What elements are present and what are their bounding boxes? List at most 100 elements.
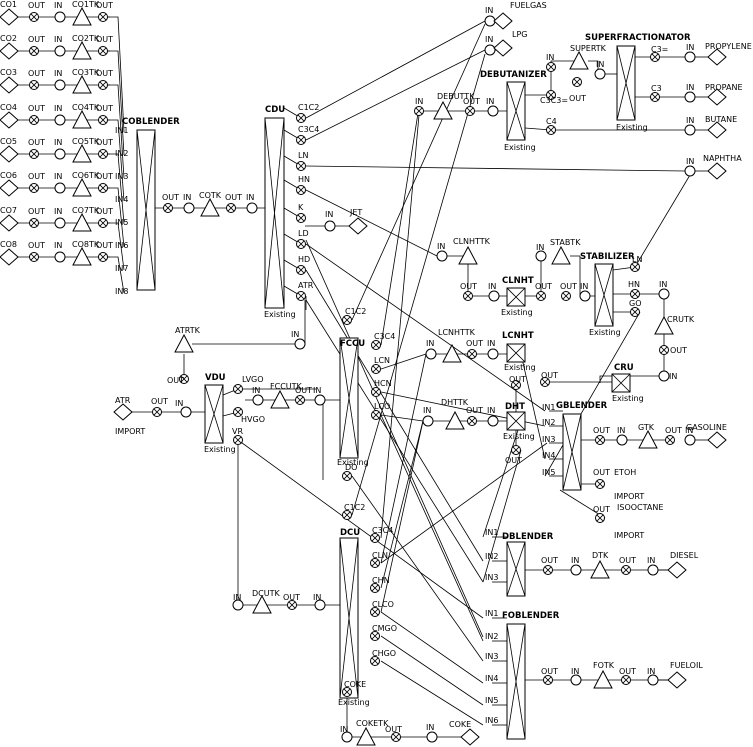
label-dhttk: DHTTK — [441, 398, 469, 407]
label-out: OUT — [96, 104, 113, 113]
label-dcu: DCU — [340, 528, 360, 538]
label-in: IN — [485, 6, 493, 15]
valve-cross — [371, 559, 379, 567]
stream-line — [305, 20, 486, 119]
label-foblender: FOBLENDER — [502, 611, 560, 621]
label-out: OUT — [28, 172, 45, 181]
diamond-icon — [707, 162, 727, 180]
label-clnhttk: CLNHTTK — [453, 237, 491, 246]
label-co2tk: CO2TK — [72, 34, 100, 43]
diamond-icon — [0, 8, 19, 26]
label-coke: COKE — [449, 720, 471, 729]
valve-cross — [562, 292, 570, 300]
tank-icon — [593, 669, 613, 689]
label-coketk: COKETK — [356, 719, 389, 728]
label-in: IN — [580, 282, 588, 291]
port-node — [422, 415, 434, 427]
unit-cross — [506, 343, 526, 363]
valve-cross — [372, 388, 380, 396]
label-in: IN — [426, 723, 434, 732]
tank-icon — [654, 315, 674, 335]
label-c3c4: C3C4 — [374, 332, 395, 341]
label-chn: CHN — [372, 576, 390, 585]
diamond-icon — [493, 12, 513, 30]
label-in1: IN1 — [485, 528, 498, 537]
tank-icon — [174, 333, 194, 353]
unit-cross — [594, 263, 614, 327]
label-in: IN — [233, 593, 241, 602]
port-node — [616, 434, 628, 446]
stream-line — [380, 106, 420, 346]
label-in: IN — [175, 399, 183, 408]
valve-cross — [343, 316, 351, 324]
unit-cross — [611, 373, 631, 393]
label-clco: CLCO — [372, 600, 394, 609]
label-in: IN — [54, 172, 62, 181]
label-co2: CO2 — [0, 34, 17, 43]
port-node — [487, 105, 499, 117]
label-in3: IN3 — [485, 652, 498, 661]
label-out: OUT — [593, 505, 610, 514]
tank-icon — [445, 410, 465, 430]
label-do: DO — [345, 463, 357, 472]
valve-cross — [343, 472, 351, 480]
label-out: OUT — [619, 667, 636, 676]
unit-cross — [616, 45, 636, 121]
valve-cross — [30, 81, 38, 89]
label-co5: CO5 — [0, 137, 17, 146]
label-out: OUT — [96, 1, 113, 10]
label-in: IN — [54, 138, 62, 147]
valve-cross — [371, 608, 379, 616]
valve-cross — [468, 350, 476, 358]
diamond-icon — [707, 431, 727, 449]
label-out: OUT — [505, 456, 522, 465]
label-lcnht: LCNHT — [502, 331, 534, 341]
label-out: OUT — [28, 1, 45, 10]
valve-cross — [234, 408, 242, 416]
label-out: OUT — [96, 241, 113, 250]
label-in: IN — [686, 83, 694, 92]
unit-cross — [562, 413, 582, 491]
label-in4: IN4 — [542, 451, 555, 460]
valve-cross — [296, 396, 304, 404]
label-in: IN — [487, 339, 495, 348]
tank-icon — [72, 212, 92, 232]
label-isooctane: ISOOCTANE — [617, 503, 663, 512]
unit-cross — [506, 541, 526, 597]
label-in: IN — [647, 556, 655, 565]
port-node — [54, 148, 66, 160]
label-out: OUT — [560, 282, 577, 291]
valve-cross — [30, 219, 38, 227]
valve-cross — [99, 219, 107, 227]
stream-line — [305, 189, 438, 257]
label-propane: PROPANE — [705, 83, 743, 92]
stream-line — [108, 119, 125, 202]
valve-cross — [343, 688, 351, 696]
label-out: OUT — [28, 35, 45, 44]
label-in5: IN5 — [485, 696, 498, 705]
label-in: IN — [54, 1, 62, 10]
label-hn: HN — [628, 280, 640, 289]
valve-cross — [343, 511, 351, 519]
valve-cross — [30, 253, 38, 261]
stream-line — [108, 256, 125, 294]
label-in4: IN4 — [115, 195, 128, 204]
stream-line — [305, 243, 546, 412]
label-out: OUT — [593, 468, 610, 477]
label-in6: IN6 — [115, 241, 128, 250]
stream-line — [482, 449, 522, 583]
label-co5tk: CO5TK — [72, 137, 100, 146]
tank-icon — [200, 197, 220, 217]
valve-cross — [297, 292, 305, 300]
label-existing: Existing — [589, 328, 621, 337]
valve-cross — [227, 204, 235, 212]
label-out: OUT — [509, 375, 526, 384]
tank-icon — [72, 143, 92, 163]
stream-line — [380, 442, 548, 564]
port-node — [314, 394, 326, 406]
label-out: OUT — [569, 94, 586, 103]
label-lco: LCO — [374, 402, 390, 411]
label-c1c2: C1C2 — [345, 307, 366, 316]
label-dht: DHT — [505, 402, 525, 412]
stream-line — [305, 299, 484, 583]
